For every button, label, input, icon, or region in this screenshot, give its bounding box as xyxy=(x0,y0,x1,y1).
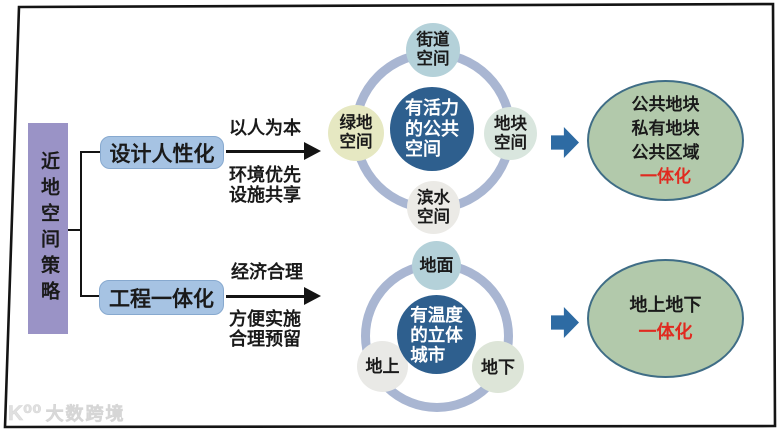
arrow2-label-below: 方便实施 合理预留 xyxy=(229,309,301,349)
outcome1-line2: 私有地块 xyxy=(631,118,700,138)
cycle1-satellite-street: 街道 空间 xyxy=(406,23,460,77)
cycle1-satellite-green: 绿地 空间 xyxy=(328,105,384,161)
outcome-ellipse-public: 公共地块 私有地块 公共区域 一体化 xyxy=(587,80,744,201)
branch-design-label: 设计人性化 xyxy=(109,142,215,166)
cycle2-satellite-above-label: 地上 xyxy=(365,357,400,376)
outcome1-line1: 公共地块 xyxy=(631,94,700,114)
branch-engineering-label: 工程一体化 xyxy=(109,287,214,311)
branch-box-engineering: 工程一体化 xyxy=(99,280,224,315)
bracket-bottom-line xyxy=(81,295,100,297)
bracket-top-line xyxy=(81,151,100,153)
outcome1-line3: 公共区域 xyxy=(631,142,700,162)
cycle1-center-label: 有活力 的公共 空间 xyxy=(405,98,459,160)
arrow1-label-above: 以人为本 xyxy=(229,118,301,138)
outcome2-line1: 地上地下 xyxy=(629,294,702,315)
cycle2-satellite-below: 地下 xyxy=(472,341,524,393)
arrow1-head-icon xyxy=(304,142,321,160)
cycle2-satellite-surface-label: 地面 xyxy=(419,256,454,275)
cycle1-satellite-block: 地块 空间 xyxy=(484,107,537,160)
branch-box-design: 设计人性化 xyxy=(100,136,224,169)
watermark: K⁰⁰ 大数跨境 xyxy=(8,402,126,425)
outcome-ellipse-underground: 地上地下 一体化 xyxy=(587,259,744,378)
cycle2-satellite-surface: 地面 xyxy=(412,241,461,290)
watermark-logo: K⁰⁰ xyxy=(8,402,42,425)
outcome2-highlight: 一体化 xyxy=(638,321,693,342)
cycle2-center: 有温度 的立体 城市 xyxy=(397,295,476,374)
root-strategy-bar: 近地空间策略 xyxy=(28,123,68,334)
arrow2-shaft xyxy=(226,295,306,298)
arrow2-head-icon xyxy=(304,287,321,305)
bracket-vertical-line xyxy=(80,151,82,297)
cycle1-satellite-block-label: 地块 空间 xyxy=(494,114,527,152)
cycle1-satellite-water: 滨水 空间 xyxy=(407,181,460,234)
arrow2-label-above: 经济合理 xyxy=(231,262,303,282)
cycle1-satellite-street-label: 街道 空间 xyxy=(416,31,450,68)
watermark-brand: 大数跨境 xyxy=(45,404,126,425)
bracket-mid-line xyxy=(68,229,81,231)
arrow1-label-below: 环境优先 设施共享 xyxy=(229,165,301,205)
cycle2-satellite-below-label: 地下 xyxy=(481,357,515,377)
cycle1-satellite-green-label: 绿地 空间 xyxy=(339,114,373,151)
root-strategy-label: 近地空间策略 xyxy=(38,150,59,307)
outcome1-highlight: 一体化 xyxy=(640,166,691,186)
arrow1-shaft xyxy=(226,150,306,153)
cycle1-center: 有活力 的公共 空间 xyxy=(390,87,474,171)
cycle2-center-label: 有温度 的立体 城市 xyxy=(410,304,463,365)
cycle1-satellite-water-label: 滨水 空间 xyxy=(417,188,450,226)
